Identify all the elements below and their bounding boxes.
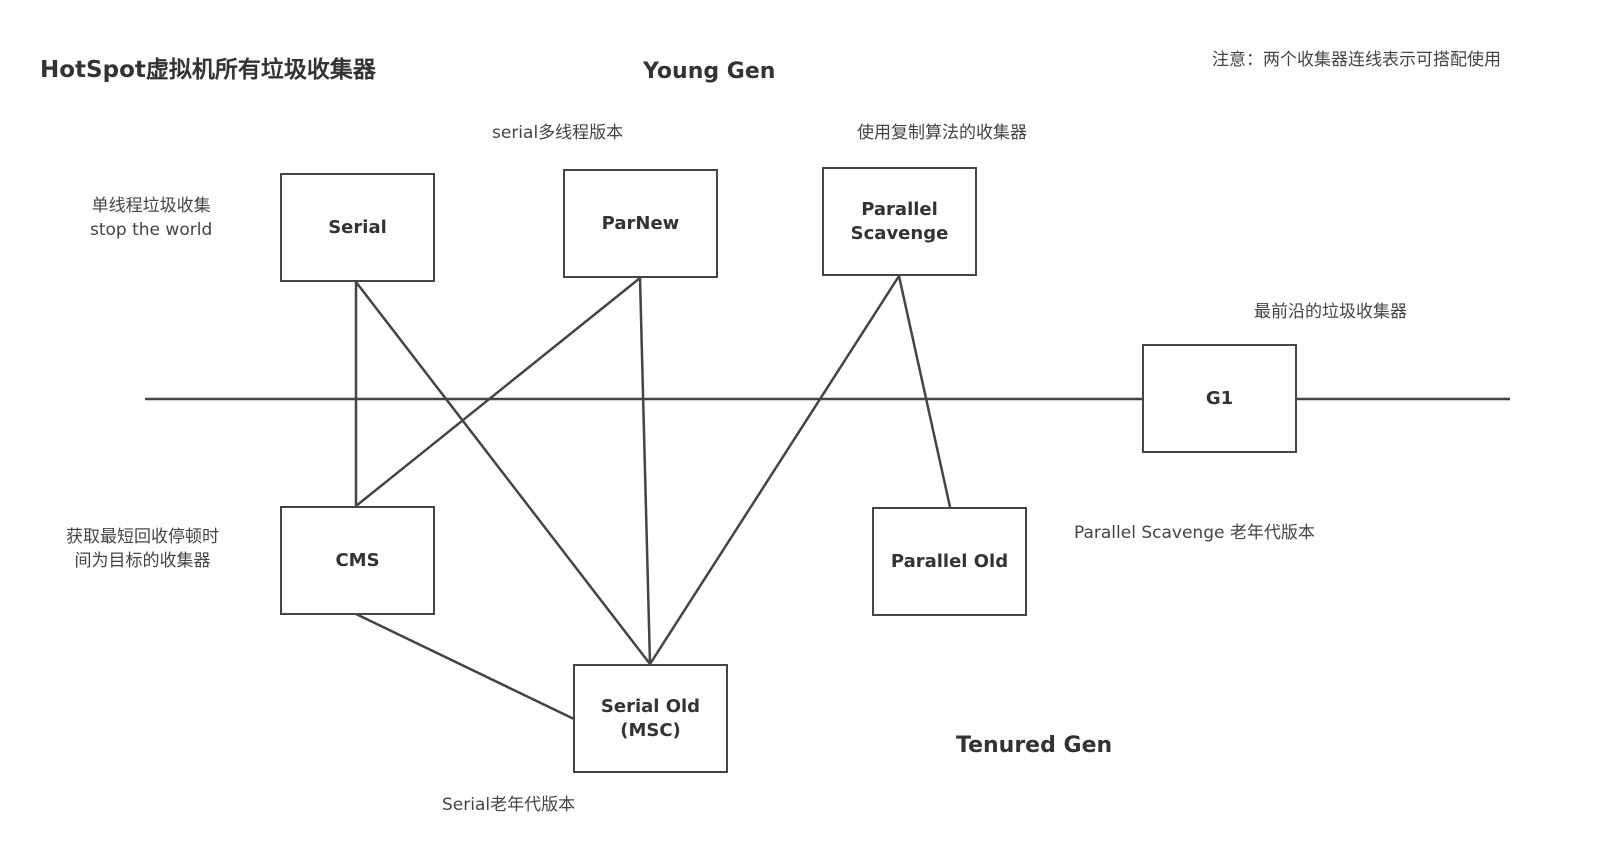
g1-annotation: 最前沿的垃圾收集器 bbox=[1254, 302, 1407, 322]
serial-box: Serial bbox=[280, 173, 435, 282]
g1-box: G1 bbox=[1142, 344, 1297, 453]
young-gen-label: Young Gen bbox=[643, 59, 776, 84]
serial-old-box: Serial Old (MSC) bbox=[573, 664, 728, 773]
diagram-title: HotSpot虚拟机所有垃圾收集器 bbox=[40, 57, 376, 83]
parnew-annotation: serial多线程版本 bbox=[492, 123, 624, 143]
cms-annotation: 获取最短回收停顿时 间为目标的收集器 bbox=[66, 527, 219, 571]
parallel-old-box: Parallel Old bbox=[872, 507, 1027, 616]
parnew-box: ParNew bbox=[563, 169, 718, 278]
serial-old-annotation: Serial老年代版本 bbox=[442, 795, 576, 815]
link-parnew-cms bbox=[355, 277, 641, 507]
link-parallel-scavenge-serial-old bbox=[648, 275, 901, 665]
parallel-old-annotation: Parallel Scavenge 老年代版本 bbox=[1074, 523, 1315, 543]
link-cms-serial-old bbox=[355, 612, 575, 721]
link-parallel-scavenge-parallel-old bbox=[897, 275, 952, 508]
link-parnew-serial-old bbox=[638, 277, 652, 665]
serial-annotation: 单线程垃圾收集 stop the world bbox=[90, 196, 213, 240]
tenured-gen-label: Tenured Gen bbox=[956, 733, 1113, 758]
link-serial-serial-old bbox=[355, 281, 651, 665]
usage-note: 注意：两个收集器连线表示可搭配使用 bbox=[1212, 50, 1501, 70]
parallel-scavenge-box: Parallel Scavenge bbox=[822, 167, 977, 276]
parallel-scavenge-annotation: 使用复制算法的收集器 bbox=[857, 123, 1027, 143]
cms-box: CMS bbox=[280, 506, 435, 615]
